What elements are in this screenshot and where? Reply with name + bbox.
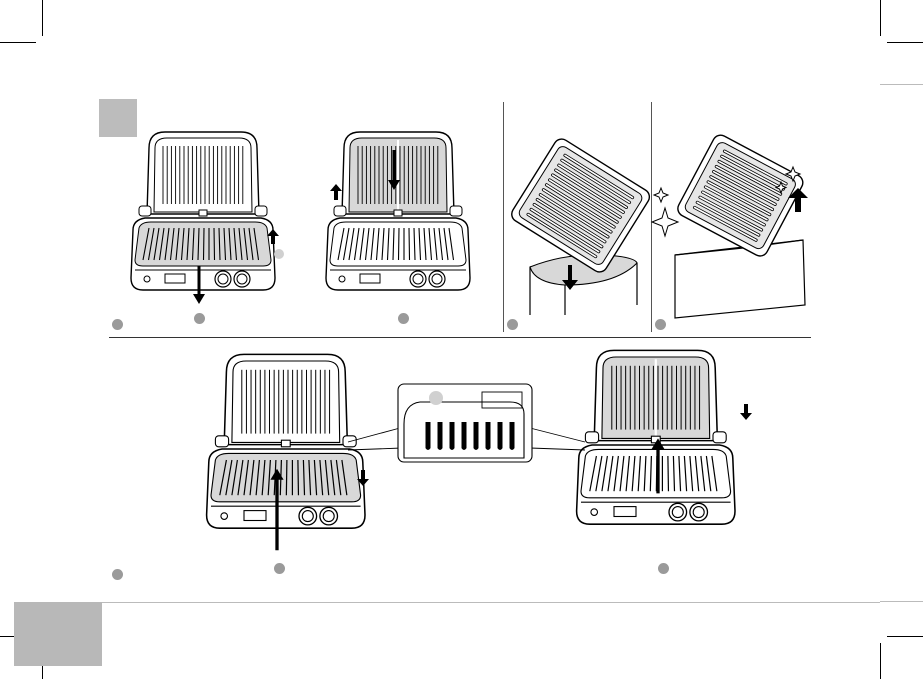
step-bullet xyxy=(274,563,285,574)
page-number-box xyxy=(14,602,102,666)
up-arrow-icon xyxy=(330,184,342,200)
figure-2-grill-remove-top-plate xyxy=(320,128,480,308)
display xyxy=(360,274,380,283)
section-divider xyxy=(109,337,811,338)
display xyxy=(244,511,266,521)
knob xyxy=(690,503,708,521)
crop-mark xyxy=(887,636,923,637)
footer-rule xyxy=(102,602,880,603)
figure-6-grill-insert-top-plate xyxy=(570,346,745,556)
sparkle-icon xyxy=(654,188,668,202)
crop-mark xyxy=(42,0,43,36)
step-bullet xyxy=(655,319,666,330)
column-divider xyxy=(503,102,504,332)
sparkle-icon xyxy=(652,208,678,236)
crop-mark xyxy=(0,42,36,43)
display xyxy=(614,507,636,517)
figure-1-grill-remove-bottom-plate xyxy=(125,128,285,308)
crop-mark xyxy=(880,0,881,36)
crop-mark xyxy=(887,42,923,43)
step-bullet xyxy=(507,319,518,330)
knob xyxy=(429,271,445,287)
down-arrow-icon xyxy=(740,404,752,420)
latch xyxy=(394,210,402,216)
step-bullet xyxy=(658,563,669,574)
knob xyxy=(234,271,250,287)
crop-mark xyxy=(880,601,923,602)
step-bullet xyxy=(194,313,205,324)
display xyxy=(165,274,185,283)
knob xyxy=(320,507,338,525)
latch xyxy=(281,440,290,447)
latch-detail-callout xyxy=(340,380,590,465)
crop-mark xyxy=(880,643,881,679)
hinge xyxy=(255,206,267,216)
knob xyxy=(299,507,317,525)
knob xyxy=(669,503,687,521)
step-bullet xyxy=(112,569,123,580)
figure-3-plate-into-dishwasher xyxy=(505,135,650,320)
figure-4-clean-plate-from-box xyxy=(653,140,808,320)
step-bullet xyxy=(112,319,123,330)
hinge xyxy=(713,432,726,443)
step-bullet xyxy=(398,313,409,324)
hinge xyxy=(450,206,462,216)
hinge xyxy=(215,436,228,447)
column-divider xyxy=(651,102,652,332)
crop-mark xyxy=(880,84,923,85)
down-arrow-icon xyxy=(357,470,369,486)
knob xyxy=(410,271,426,287)
hinge xyxy=(139,206,151,216)
latch xyxy=(199,210,207,216)
knob xyxy=(215,271,231,287)
hinge xyxy=(334,206,346,216)
